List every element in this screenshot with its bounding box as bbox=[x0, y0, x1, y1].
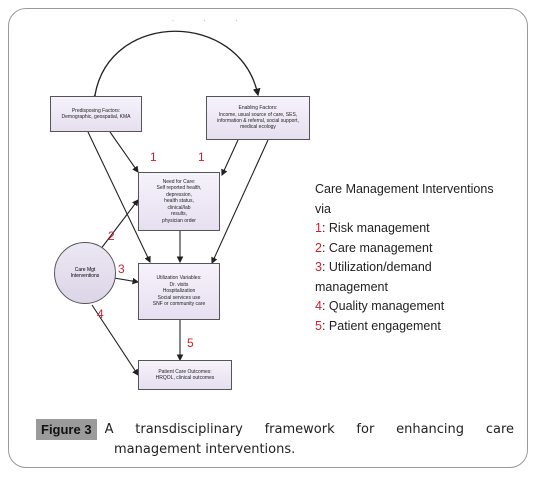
caption-text-line1: A transdisciplinary framework for enhanc… bbox=[104, 422, 514, 437]
care-mgt-interventions-text: Care Mgt Interventions bbox=[70, 266, 100, 279]
need-for-care-box: Need for Care: Self reported health, dep… bbox=[138, 172, 220, 231]
arrow-number-1-left: 1 bbox=[150, 150, 157, 164]
arrow-caremgt-need bbox=[99, 199, 139, 251]
legend-item: management bbox=[315, 279, 388, 294]
legend-title: Care Management Interventions bbox=[315, 182, 494, 196]
patient-care-outcomes-box: Patient Care Outcomes: HRQOL, clinical o… bbox=[138, 360, 232, 390]
legend-item: 3: Utilization/demand bbox=[315, 260, 432, 274]
arrow-enabling-need bbox=[221, 139, 239, 177]
arrow-enabling-utilization bbox=[211, 139, 269, 265]
arrow-caremgt-utilization bbox=[113, 277, 140, 285]
predisposing-factors-text: Predisposing Factors: Demographic, geosp… bbox=[61, 107, 131, 120]
legend-via: via bbox=[315, 201, 331, 216]
arc-arrow bbox=[90, 30, 261, 103]
legend-item: 2: Care management bbox=[315, 240, 433, 255]
arrow-predisposing-need bbox=[109, 131, 139, 173]
arrow-number-2: 2 bbox=[108, 229, 115, 243]
interventions-legend: Care Management Interventions via 1: Ris… bbox=[315, 180, 515, 336]
figure-label: Figure 3 bbox=[36, 419, 97, 440]
figure-frame bbox=[8, 8, 528, 468]
predisposing-factors-box: Predisposing Factors: Demographic, geosp… bbox=[50, 96, 142, 132]
arrow-predisposing-utilization bbox=[87, 131, 151, 263]
arrow-caremgt-outcomes bbox=[91, 304, 139, 376]
legend-item: 5: Patient engagement bbox=[315, 318, 441, 333]
figure-caption: Figure 3 A transdisciplinary framework f… bbox=[36, 419, 514, 459]
enabling-factors-box: Enabling Factors: Income, usual source o… bbox=[206, 96, 310, 140]
utilization-variables-text: Utilization Variables: Dr. visits Hospit… bbox=[152, 275, 206, 308]
top-dots: · · · bbox=[172, 18, 252, 24]
caption-text-line2: management interventions. bbox=[114, 442, 296, 457]
care-mgt-interventions-circle: Care Mgt Interventions bbox=[54, 242, 116, 304]
legend-item: 4: Quality management bbox=[315, 299, 445, 313]
arrow-number-1-right: 1 bbox=[198, 150, 205, 164]
utilization-variables-box: Utilization Variables: Dr. visits Hospit… bbox=[138, 263, 220, 320]
patient-care-outcomes-text: Patient Care Outcomes: HRQOL, clinical o… bbox=[155, 368, 215, 381]
arrow-number-5: 5 bbox=[187, 336, 194, 350]
enabling-factors-text: Enabling Factors: Income, usual source o… bbox=[217, 105, 299, 131]
arrow-number-4: 4 bbox=[97, 307, 104, 321]
arrow-number-3: 3 bbox=[118, 262, 125, 276]
legend-item: 1: Risk management bbox=[315, 221, 430, 235]
need-for-care-text: Need for Care: Self reported health, dep… bbox=[156, 179, 202, 224]
